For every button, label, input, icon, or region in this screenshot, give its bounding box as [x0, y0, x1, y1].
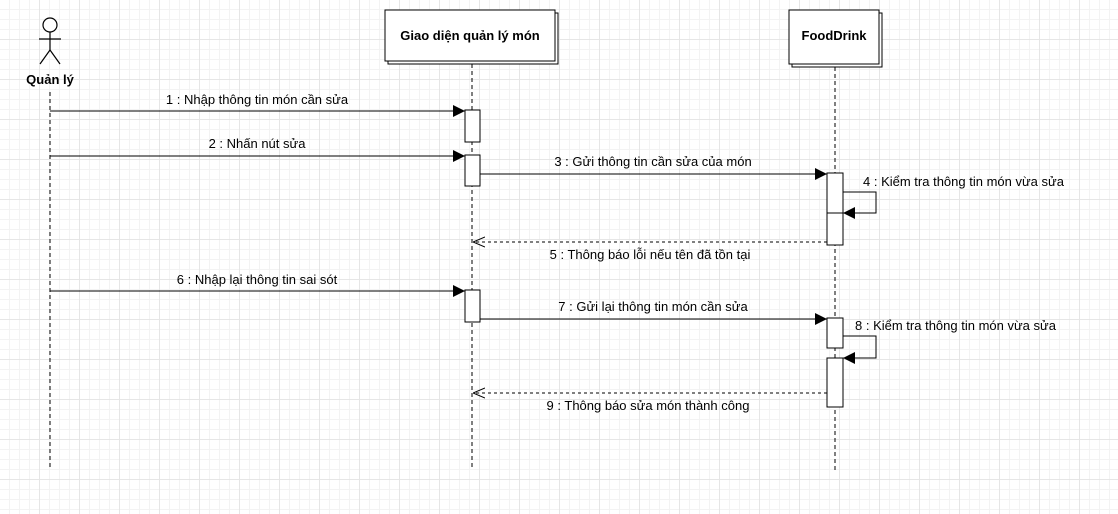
actor-quan-ly[interactable]: Quản lý	[26, 17, 75, 87]
message-label: 5 : Thông báo lỗi nếu tên đã tồn tại	[550, 247, 751, 262]
message-4[interactable]: 4 : Kiểm tra thông tin món vừa sửa	[843, 174, 1065, 219]
participant-label: Giao diện quản lý món	[400, 28, 539, 43]
message-5[interactable]: 5 : Thông báo lỗi nếu tên đã tồn tại	[473, 242, 827, 262]
participant-fooddrink[interactable]: FoodDrink	[788, 9, 883, 68]
message-2[interactable]: 2 : Nhấn nút sửa	[50, 136, 465, 162]
activation-bar	[464, 154, 481, 187]
message-6[interactable]: 6 : Nhập lại thông tin sai sót	[50, 272, 465, 297]
participant-giao-dien[interactable]: Giao diện quản lý món	[384, 9, 559, 65]
message-label: 8 : Kiểm tra thông tin món vừa sửa	[855, 318, 1057, 333]
message-label: 1 : Nhập thông tin món cần sửa	[166, 92, 349, 107]
message-9[interactable]: 9 : Thông báo sửa món thành công	[473, 393, 827, 413]
message-8[interactable]: 8 : Kiểm tra thông tin món vừa sửa	[843, 318, 1057, 364]
message-label: 4 : Kiểm tra thông tin món vừa sửa	[863, 174, 1065, 189]
participant-box	[788, 9, 880, 65]
message-label: 9 : Thông báo sửa món thành công	[547, 398, 750, 413]
message-label: 3 : Gửi thông tin cần sửa của món	[554, 154, 751, 169]
actor-head	[42, 17, 58, 33]
participant-box	[384, 9, 556, 62]
message-7[interactable]: 7 : Gửi lại thông tin món cần sửa	[480, 299, 827, 325]
activation-bar	[826, 212, 844, 246]
message-label: 7 : Gửi lại thông tin món cần sửa	[558, 299, 748, 314]
activation-bar	[826, 317, 844, 349]
actor-right-leg	[49, 49, 61, 65]
actor-left-leg	[39, 49, 51, 65]
activation-bar	[826, 357, 844, 408]
actor-label: Quản lý	[26, 72, 74, 87]
activation-bar	[464, 289, 481, 323]
participant-label: FoodDrink	[802, 28, 868, 43]
message-arrow	[843, 335, 877, 364]
message-label: 2 : Nhấn nút sửa	[209, 136, 307, 151]
activation-bar	[826, 172, 844, 214]
message-3[interactable]: 3 : Gửi thông tin cần sửa của món	[480, 154, 827, 180]
message-label: 6 : Nhập lại thông tin sai sót	[177, 272, 338, 287]
message-1[interactable]: 1 : Nhập thông tin món cần sửa	[50, 92, 465, 117]
activation-bar	[464, 109, 481, 143]
message-arrow	[843, 191, 877, 219]
